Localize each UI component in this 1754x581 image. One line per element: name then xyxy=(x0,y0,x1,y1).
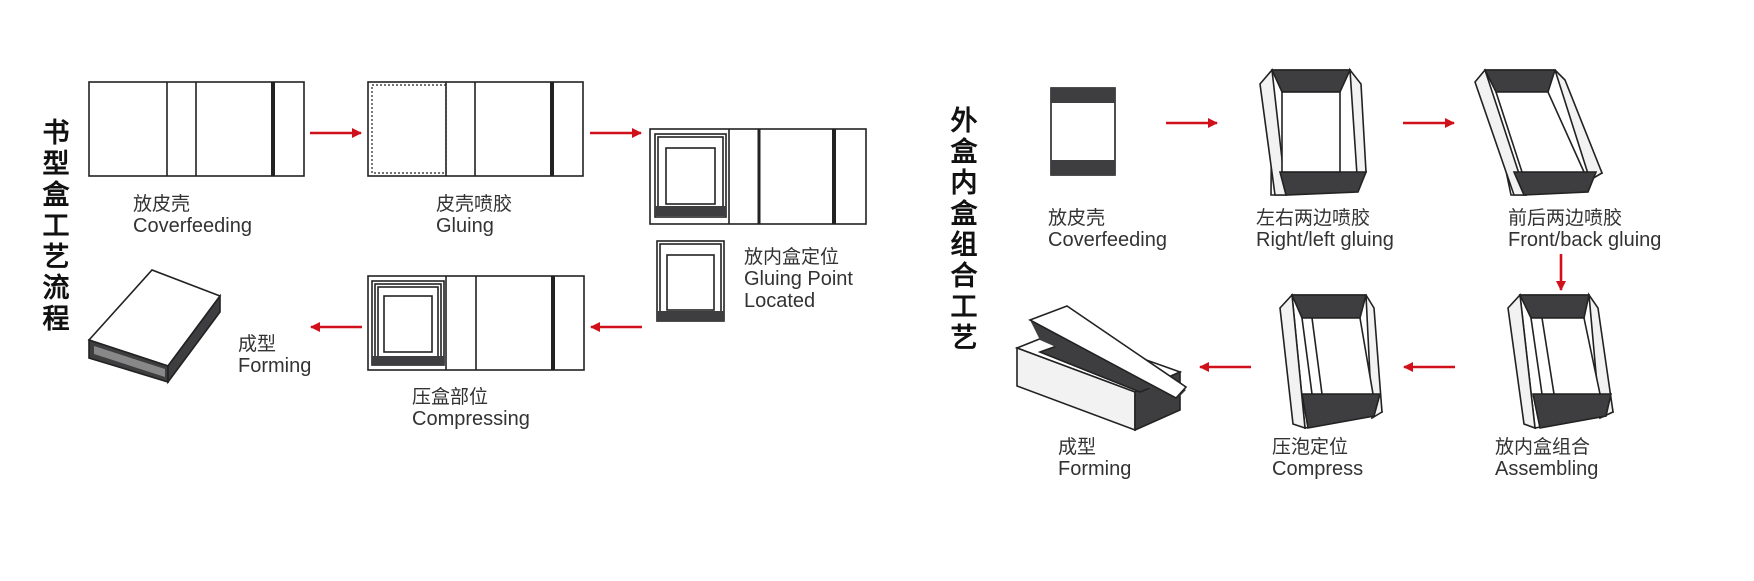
step-label: 前后两边喷胶 Front/back gluing xyxy=(1508,207,1661,251)
step-label: 左右两边喷胶 Right/left gluing xyxy=(1256,207,1394,251)
step-label-zh: 压泡定位 xyxy=(1272,436,1349,458)
inner-box-illustration xyxy=(656,240,725,322)
step-label-en: Front/back gluing xyxy=(1508,229,1662,251)
step-label-zh: 放内盒定位 xyxy=(744,246,840,268)
step-label-en: Assembling xyxy=(1495,458,1599,480)
step-label-en: Coverfeeding xyxy=(133,215,252,237)
step-label-en: Forming xyxy=(1058,458,1132,480)
step-label-zh: 皮壳喷胶 xyxy=(436,193,513,215)
step-label-en: Right/left gluing xyxy=(1256,229,1394,251)
step-label-en: Forming xyxy=(238,355,312,377)
step-label-zh: 放皮壳 xyxy=(1048,207,1106,229)
assembling-illustration xyxy=(1507,292,1614,430)
gluing-sheet-illustration xyxy=(367,81,584,177)
step-label-zh: 成型 xyxy=(238,333,277,355)
step-label: 放内盒组合 Assembling xyxy=(1495,436,1598,480)
step-label-zh: 放内盒组合 xyxy=(1495,436,1591,458)
side-gluing-illustration xyxy=(1259,67,1368,196)
step-label-en-line2: Located xyxy=(744,290,816,312)
step-label-zh: 前后两边喷胶 xyxy=(1508,207,1623,229)
step-label-zh: 左右两边喷胶 xyxy=(1256,207,1371,229)
step-label: 成型 Forming xyxy=(1058,436,1131,480)
cover-square-illustration xyxy=(1050,87,1116,176)
compress-illustration xyxy=(1279,293,1383,430)
step-label: 压盒部位 Compressing xyxy=(412,386,530,430)
book-box-illustration xyxy=(87,269,222,385)
right-process-title: 外盒内盒组合工艺 xyxy=(950,106,978,354)
step-label: 皮壳喷胶 Gluing xyxy=(436,193,512,237)
step-label: 成型 Forming xyxy=(238,333,311,377)
step-label-en: Coverfeeding xyxy=(1048,229,1167,251)
compressing-illustration xyxy=(367,275,585,371)
step-label: 压泡定位 Compress xyxy=(1272,436,1363,480)
step-label: 放皮壳 Coverfeeding xyxy=(133,193,252,237)
left-process-title: 书型盒工艺流程 xyxy=(42,118,70,335)
step-label-en: Gluing xyxy=(436,215,494,237)
step-label-zh: 压盒部位 xyxy=(412,386,489,408)
step-label-en: Gluing Point xyxy=(744,268,853,290)
cover-sheet-illustration xyxy=(88,81,305,177)
frontback-gluing-illustration xyxy=(1474,68,1604,196)
step-label-en: Compressing xyxy=(412,408,530,430)
step-label-en: Compress xyxy=(1272,458,1364,480)
step-label: 放皮壳 Coverfeeding xyxy=(1048,207,1167,251)
step-label-zh: 成型 xyxy=(1058,436,1097,458)
lidded-box-illustration xyxy=(1014,305,1188,432)
inner-box-placed-illustration xyxy=(649,128,867,225)
step-label-zh: 放皮壳 xyxy=(133,193,191,215)
step-label: 放内盒定位 Gluing Point Located xyxy=(744,246,853,312)
